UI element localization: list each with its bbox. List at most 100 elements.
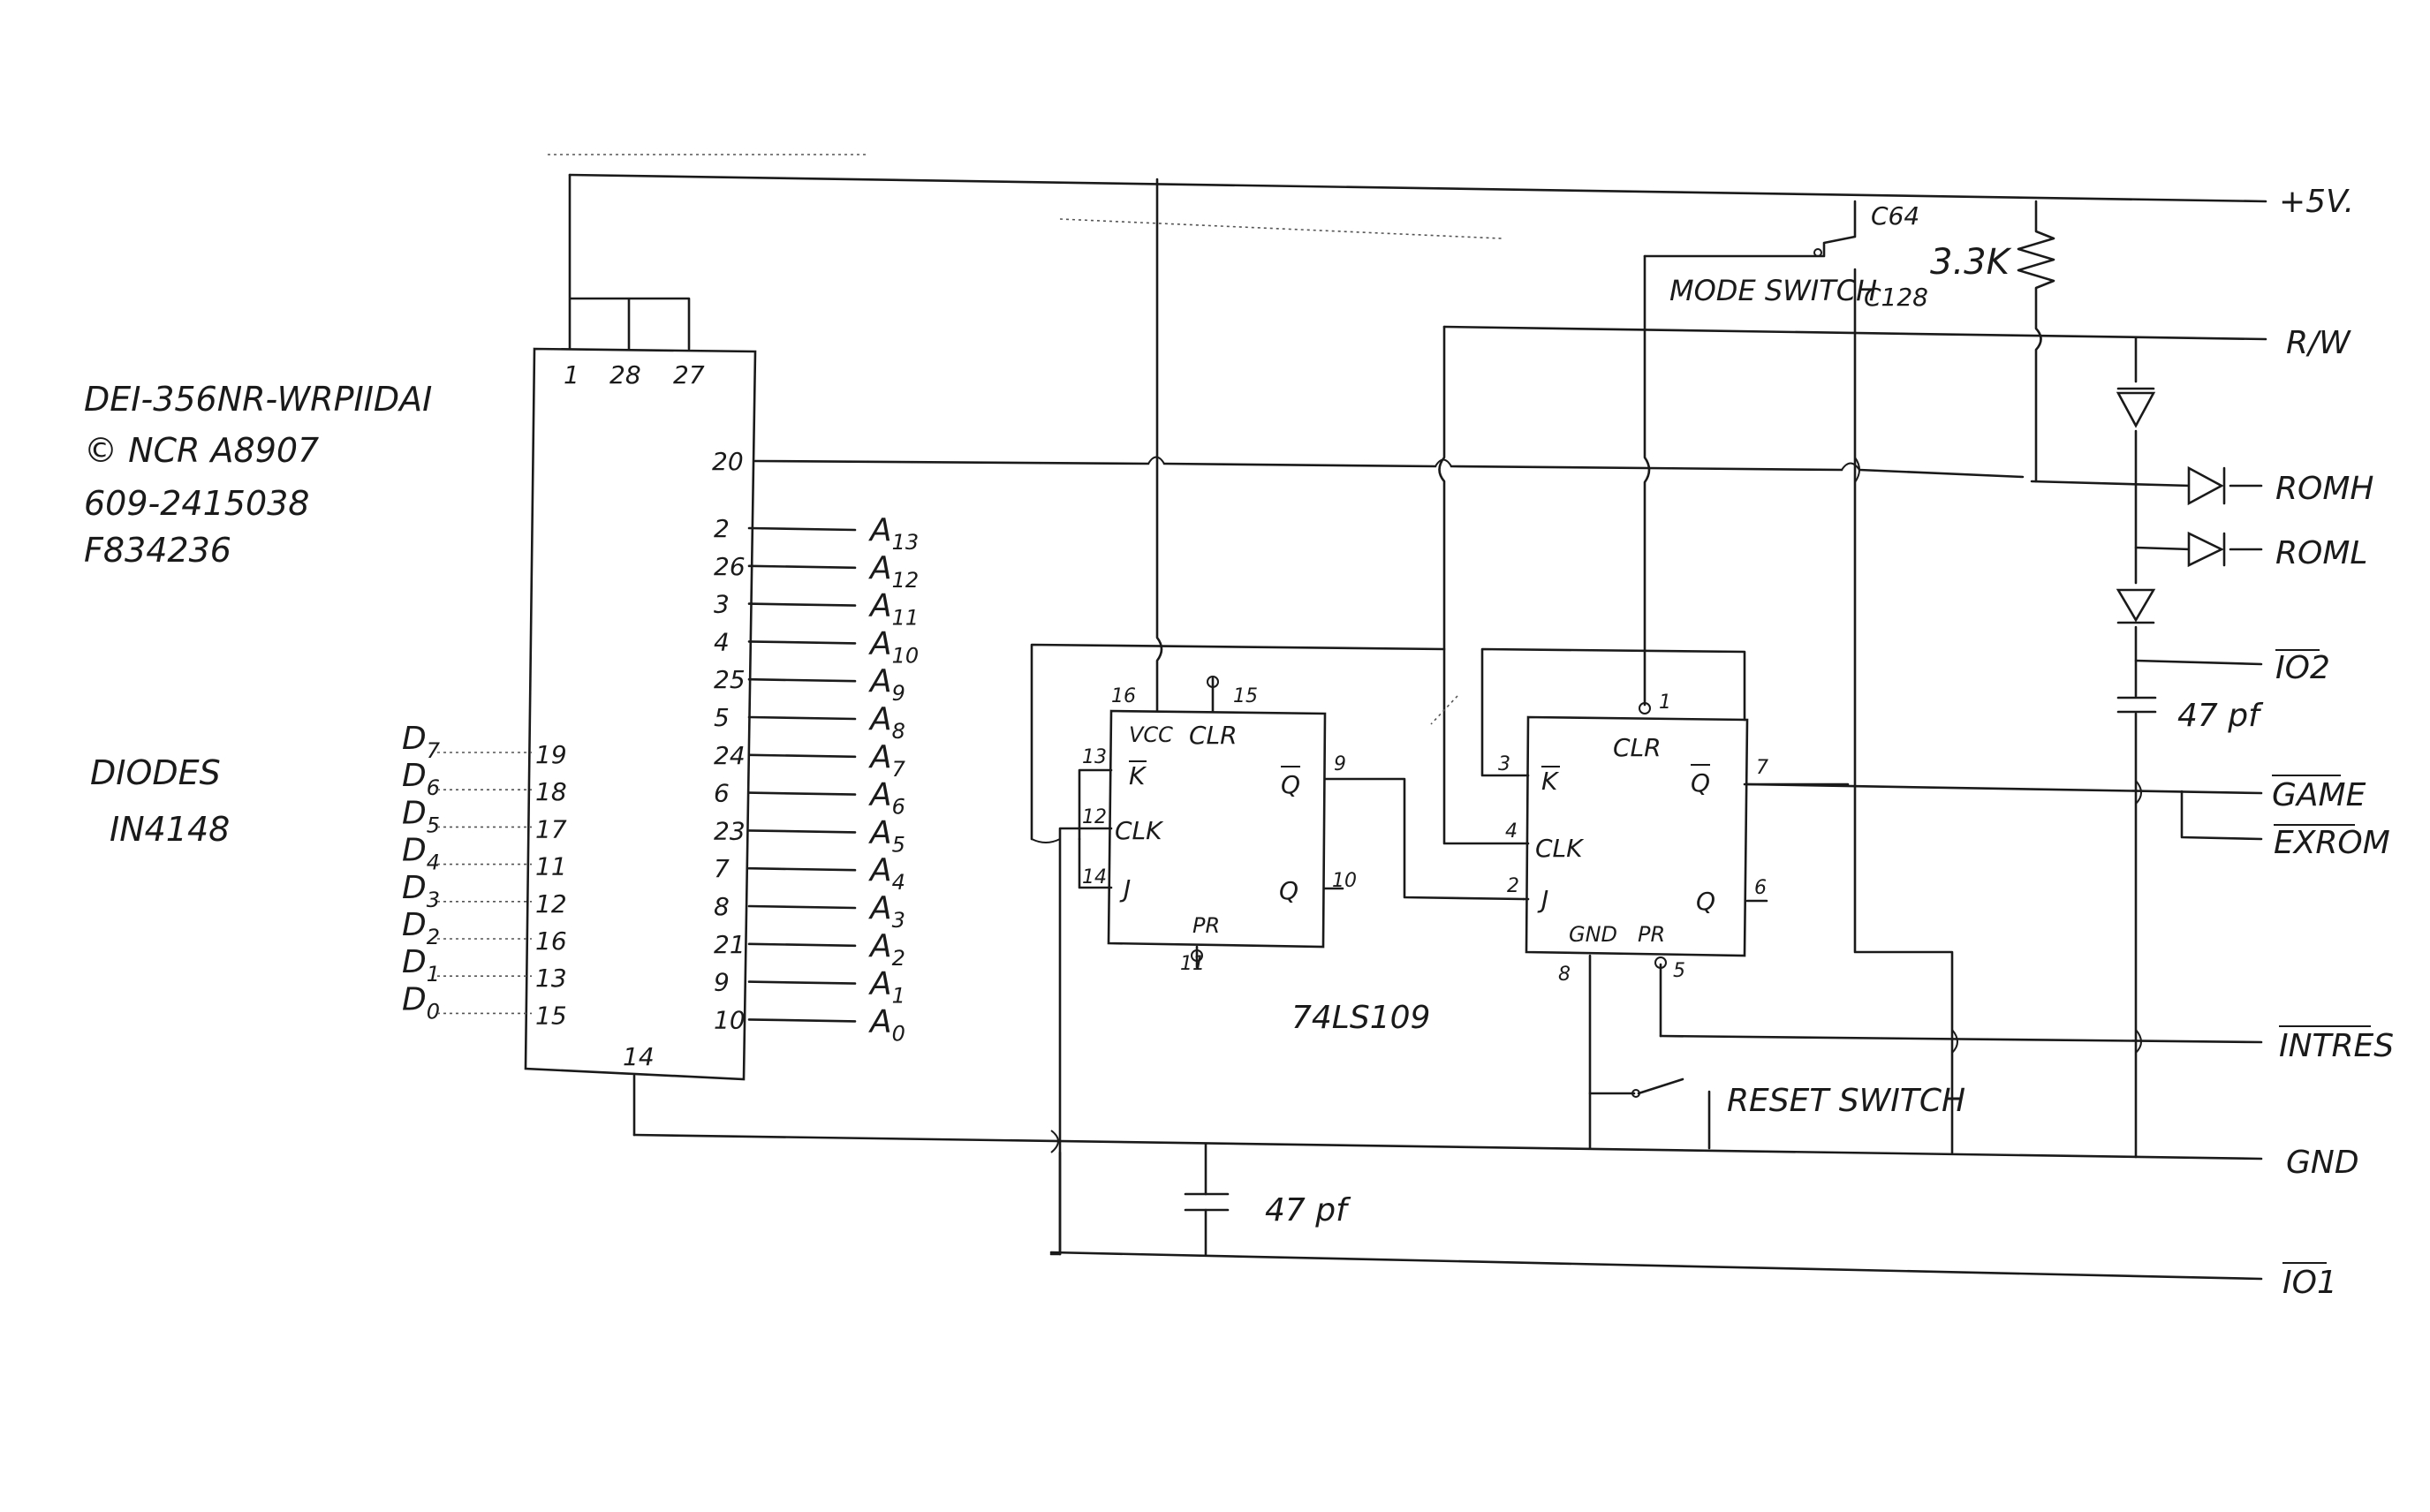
rom-address-wire (747, 753, 857, 759)
ff1-k: K (1129, 761, 1147, 790)
rom-address-wire (747, 526, 857, 532)
rom-address-pin: 26 (714, 552, 746, 581)
resistor-3k3 (2017, 200, 2055, 483)
rail-5v (568, 173, 2267, 203)
ff2-q: Q (1696, 887, 1715, 916)
rom-data-label: D2 (402, 907, 440, 949)
rom-address-row: 21 A2 (714, 928, 905, 971)
rom-data-label: D6 (402, 758, 440, 800)
mode-switch-hops (1854, 457, 1860, 483)
rom-address-label: A13 (868, 512, 919, 555)
rail-io2 (2134, 659, 2263, 666)
ff2-pin-q: 6 (1754, 877, 1767, 899)
rom-data-label: D7 (402, 721, 441, 763)
ff1-box (1107, 709, 1327, 949)
rom-address-pin: 5 (714, 703, 730, 732)
rom-pin-20: 20 (712, 447, 744, 476)
copyright-note: © NCR A8907 (84, 431, 319, 470)
rom-address-wire (747, 791, 857, 796)
rail-gnd (632, 1133, 2263, 1160)
ff1-pin-k: 13 (1082, 746, 1107, 768)
rail-roml (2134, 546, 2263, 551)
rom-pin-27: 27 (673, 360, 705, 389)
rom-data-pin: 18 (535, 777, 567, 806)
mode-switch-label: MODE SWITCH (1669, 274, 1877, 307)
ff1-pin-j: 14 (1082, 866, 1107, 888)
rail-game (1743, 782, 2263, 795)
ff1-vcc: VCC (1129, 722, 1173, 747)
reset-switch-label: RESET SWITCH (1727, 1083, 1965, 1119)
rom-address-pin: 9 (714, 968, 730, 997)
rom-data-row: D5 17 (402, 795, 567, 843)
rom-address-wire (747, 980, 857, 985)
mode-switch-box (1643, 200, 1857, 258)
rom-pin-1: 1 (564, 360, 579, 389)
rom-data-label: D1 (402, 944, 440, 987)
rom-address-label: A0 (868, 1003, 905, 1046)
rail-io1 (1049, 1251, 2263, 1281)
rom-address-pin: 6 (714, 779, 730, 808)
diode-rw-icon (2116, 391, 2156, 428)
rail-exrom (2180, 790, 2263, 841)
rom-data-pin: 15 (535, 1001, 567, 1030)
rom-address-label: A8 (868, 701, 905, 744)
rom-address-pin: 10 (714, 1005, 746, 1034)
signal-roml: ROML (2275, 535, 2367, 571)
ff1-hop (1031, 838, 1061, 843)
ff1-j-wire (1078, 837, 1113, 889)
rom-address-pin: 21 (714, 930, 746, 959)
rom-data-pin: 13 (535, 964, 567, 993)
rom-address-pin: 24 (714, 741, 746, 770)
signal-plus5v: +5V. (2279, 184, 2354, 220)
diode-column-hops (1951, 780, 2142, 1054)
rom-address-label: A2 (868, 928, 905, 971)
rom-address-pin: 4 (714, 627, 730, 656)
rom-address-pin: 8 (714, 892, 730, 921)
rom-data-label: D5 (402, 795, 440, 837)
ff1-pin-clr: 15 (1233, 685, 1258, 707)
rom-address-pin: 3 (714, 590, 730, 619)
ff1-clr: CLR (1189, 721, 1238, 750)
rom-address-wire (747, 1018, 857, 1023)
chip-id-note: DEI-356NR-WRPIIDAI (84, 380, 432, 419)
rom-data-label: D3 (402, 870, 440, 912)
ff2-clr: CLR (1613, 733, 1662, 762)
rom-address-wire (747, 904, 857, 910)
rom-address-label: A4 (868, 852, 905, 895)
diode-romh-icon (2187, 465, 2224, 506)
diode-io2-icon (2116, 588, 2156, 623)
rom-vcc-wire (568, 173, 691, 351)
rom-data-pin: 17 (535, 814, 567, 843)
signal-gnd: GND (2286, 1145, 2359, 1181)
ff2-pin-pr: 5 (1673, 960, 1685, 982)
rom-address-row: 5 A8 (714, 701, 905, 744)
ff2-pin-j: 2 (1507, 875, 1519, 897)
rom-address-wire (747, 677, 857, 683)
rom-address-label: A10 (868, 625, 919, 668)
rom-pin-28: 28 (609, 360, 641, 389)
signal-io2: IO2 (2275, 650, 2330, 686)
mode-switch-line (1853, 268, 1954, 1154)
ff2-gnd: GND (1569, 922, 1617, 947)
ff1-clk-source (1030, 643, 1446, 841)
ff1-k-wire (1078, 768, 1113, 841)
dotted-guides (548, 154, 1503, 725)
ff2-pr-bubble (1654, 956, 1667, 969)
ff2-clr-bubble (1639, 702, 1651, 714)
cap-right-label: 47 pf (2177, 698, 2264, 734)
rom-address-pin: 7 (714, 854, 730, 883)
ff1-pin-qbar: 9 (1334, 753, 1346, 775)
rom-address-row: 10 A0 (714, 1003, 905, 1046)
ff1-pin-vcc: 16 (1111, 685, 1136, 707)
rom-address-wire (747, 829, 857, 834)
signal-io1: IO1 (2282, 1265, 2337, 1301)
